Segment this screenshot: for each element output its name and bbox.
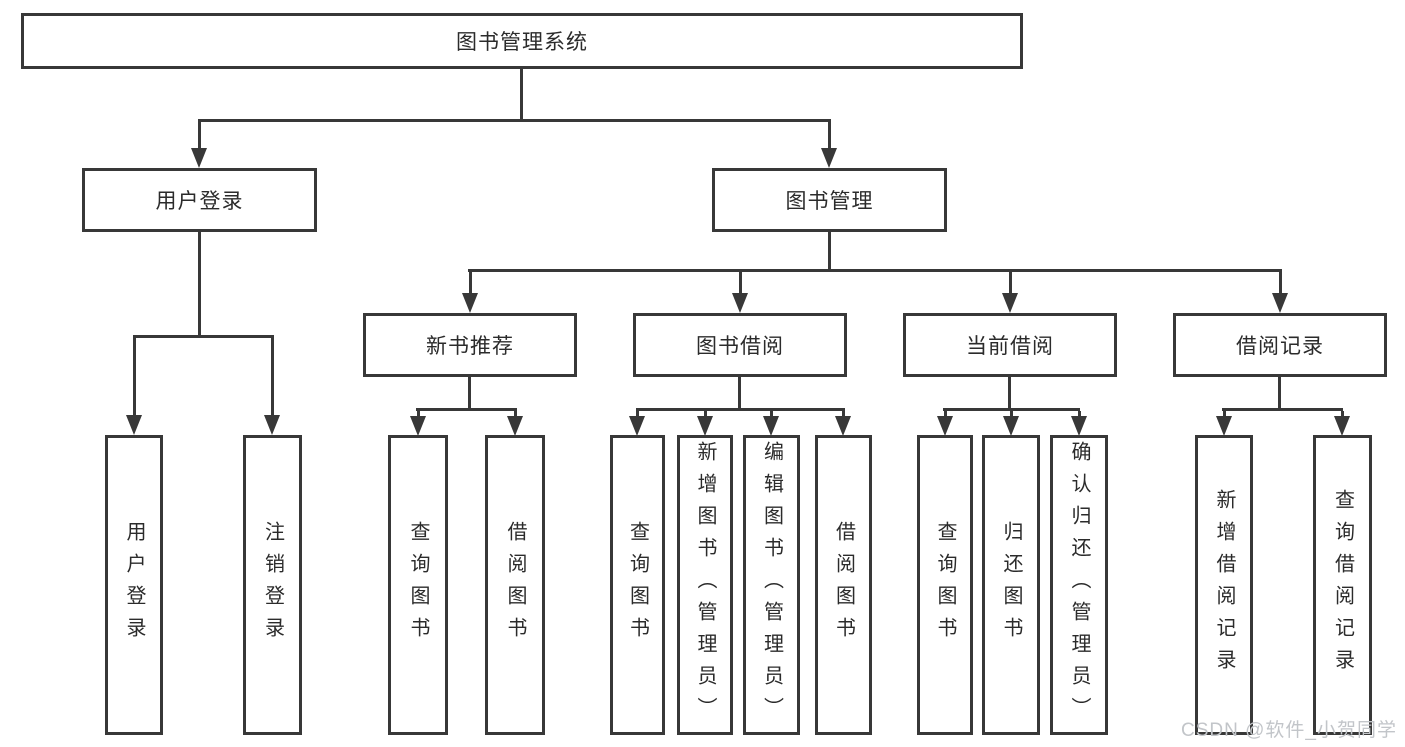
- leaf-nb-borrow-books: 借阅图书: [485, 435, 545, 735]
- arrow-down-icon: [1334, 411, 1350, 436]
- connector-bookmgmt-stem: [828, 232, 831, 272]
- connector-bookmgmt-rail: [468, 269, 1282, 272]
- node-label: 用户登录: [155, 190, 244, 213]
- arrow-down-icon: [507, 411, 523, 436]
- arrow-down-icon: [410, 411, 426, 436]
- node-label: 当前借阅: [966, 335, 1054, 358]
- connector-currentborrow-stem: [1008, 377, 1011, 411]
- leaf-br-query-record: 查询借阅记录: [1313, 435, 1372, 735]
- leaf-label: 注销登录: [261, 521, 284, 649]
- connector-bookborrow-rail: [636, 408, 845, 411]
- arrow-down-icon: [1002, 272, 1018, 313]
- connector-root-rail: [198, 119, 831, 122]
- leaf-label: 新增借阅记录: [1213, 489, 1235, 681]
- arrow-down-icon: [1003, 411, 1019, 436]
- leaf-label: 查询图书: [407, 521, 429, 649]
- leaf-label: 新增图书（管理员）: [694, 441, 716, 729]
- leaf-label: 查询借阅记录: [1331, 489, 1354, 681]
- arrow-down-icon: [763, 411, 779, 436]
- connector-userlogin-stem: [198, 232, 201, 338]
- arrow-down-icon: [1272, 272, 1288, 313]
- node-current-borrow: 当前借阅: [903, 313, 1117, 377]
- leaf-bb-add-books-admin: 新增图书（管理员）: [677, 435, 733, 735]
- node-label: 借阅记录: [1236, 335, 1324, 358]
- leaf-label: 查询图书: [934, 521, 956, 649]
- arrow-down-icon: [1071, 411, 1087, 436]
- arrow-down-icon: [126, 338, 142, 435]
- leaf-label: 用户登录: [123, 521, 145, 649]
- leaf-label: 编辑图书（管理员）: [760, 441, 783, 729]
- connector-borrowrecords-stem: [1278, 377, 1281, 411]
- arrow-down-icon: [937, 411, 953, 436]
- connector-bookborrow-stem: [738, 377, 741, 411]
- arrow-down-icon: [821, 122, 837, 168]
- leaf-label: 查询图书: [626, 521, 649, 649]
- connector-newbooks-rail: [416, 408, 517, 411]
- node-label: 图书借阅: [696, 335, 784, 358]
- connector-borrowrecords-rail: [1222, 408, 1343, 411]
- leaf-label: 借阅图书: [504, 521, 526, 649]
- arrow-down-icon: [264, 338, 280, 435]
- leaf-label: 确认归还（管理员）: [1068, 441, 1090, 729]
- node-book-borrow: 图书借阅: [633, 313, 847, 377]
- connector-newbooks-stem: [468, 377, 471, 411]
- arrow-down-icon: [629, 411, 645, 436]
- connector-userlogin-rail: [133, 335, 274, 338]
- node-new-book-recommend: 新书推荐: [363, 313, 577, 377]
- leaf-cb-query-books: 查询图书: [917, 435, 973, 735]
- leaf-bb-edit-books-admin: 编辑图书（管理员）: [743, 435, 800, 735]
- leaf-label: 借阅图书: [832, 521, 855, 649]
- arrow-down-icon: [462, 272, 478, 313]
- connector-currentborrow-rail: [943, 408, 1080, 411]
- leaf-logout: 注销登录: [243, 435, 302, 735]
- arrow-down-icon: [697, 411, 713, 436]
- leaf-label: 归还图书: [1000, 521, 1022, 649]
- leaf-bb-query-books: 查询图书: [610, 435, 665, 735]
- leaf-cb-return-books: 归还图书: [982, 435, 1040, 735]
- arrow-down-icon: [835, 411, 851, 436]
- arrow-down-icon: [191, 122, 207, 168]
- node-label: 图书管理系统: [456, 31, 588, 54]
- node-library-system: 图书管理系统: [21, 13, 1023, 69]
- node-label: 新书推荐: [426, 335, 514, 358]
- leaf-bb-borrow-books: 借阅图书: [815, 435, 872, 735]
- connector-root-stem: [520, 69, 523, 122]
- csdn-watermark: CSDN @软件_小贺同学: [1181, 720, 1397, 741]
- node-user-login: 用户登录: [82, 168, 317, 232]
- leaf-cb-confirm-return-admin: 确认归还（管理员）: [1050, 435, 1108, 735]
- leaf-br-add-record: 新增借阅记录: [1195, 435, 1253, 735]
- node-label: 图书管理: [785, 190, 874, 213]
- arrow-down-icon: [732, 272, 748, 313]
- leaf-user-login: 用户登录: [105, 435, 163, 735]
- arrow-down-icon: [1216, 411, 1232, 436]
- node-borrow-records: 借阅记录: [1173, 313, 1387, 377]
- leaf-nb-query-books: 查询图书: [388, 435, 448, 735]
- node-book-management: 图书管理: [712, 168, 947, 232]
